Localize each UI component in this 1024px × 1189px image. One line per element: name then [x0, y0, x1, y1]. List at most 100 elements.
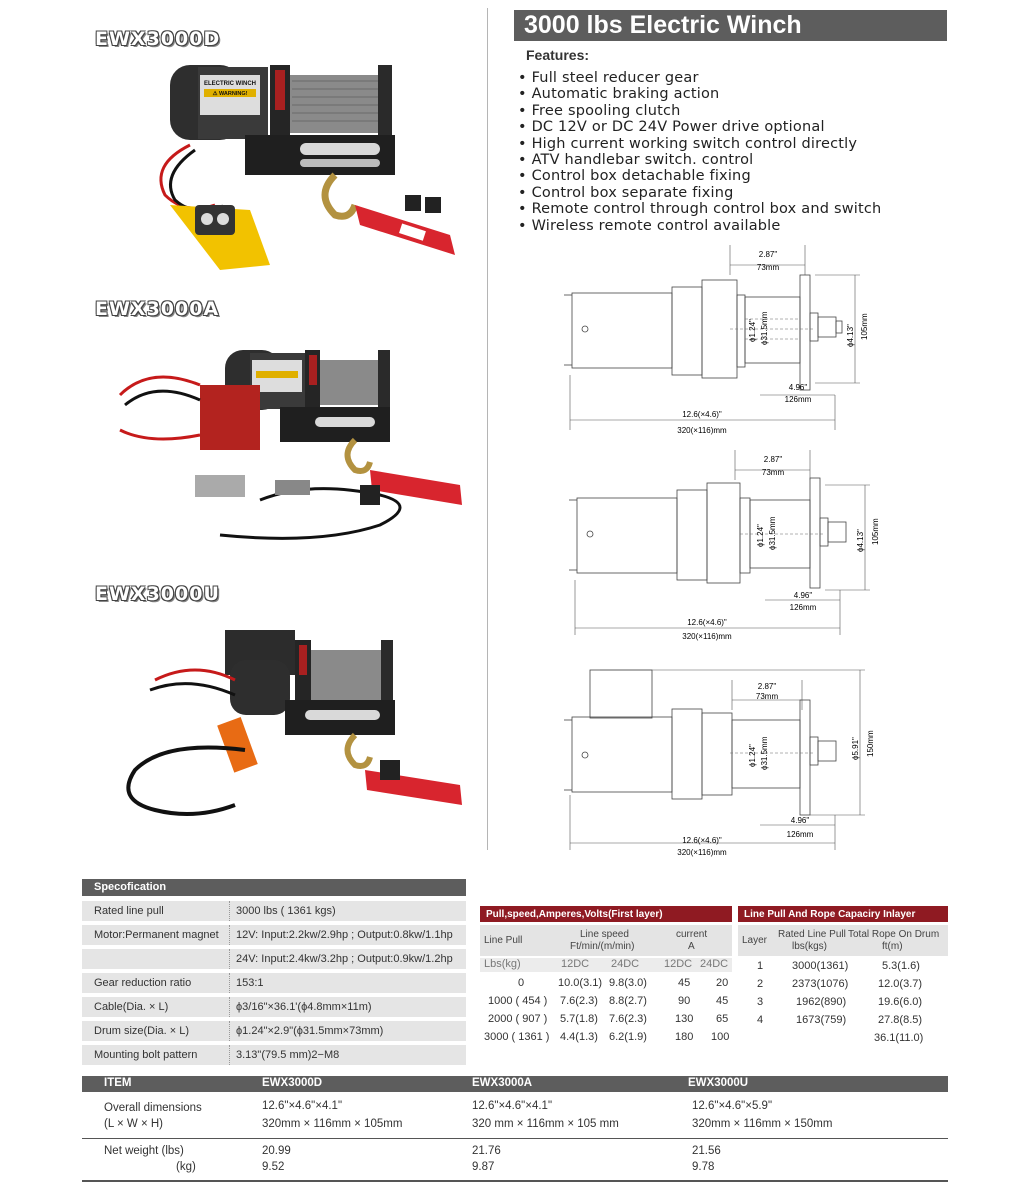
dimension-drawing-2: 2.87" 73mm ϕ1.24" ϕ31.5mm ϕ4.13" 105mm 4… [569, 450, 880, 641]
dim-drum-mm: ϕ31.5mm [768, 516, 777, 550]
col-ewx3000u: EWX3000U [688, 1077, 749, 1089]
spec-value: 3.13"(79.5 mm)2−M8 [236, 1049, 340, 1061]
weight-lbs: 21.56 [692, 1145, 721, 1157]
speed24-cell: 9.8(3.0) [609, 977, 647, 989]
dim-top-in: 2.87" [759, 250, 778, 259]
current12-cell: 180 [675, 1031, 694, 1043]
pull-speed-subheader-band [480, 958, 732, 972]
dim-drum-in: ϕ1.24" [748, 319, 757, 342]
dim-top-mm: 73mm [756, 692, 779, 701]
winch-photo-ewx3000a [118, 350, 462, 540]
spec-key: Mounting bolt pattern [82, 1045, 230, 1065]
winch-photo-ewx3000u [126, 630, 462, 816]
feature-item: Control box separate fixing [518, 185, 881, 201]
dim-mount-in: 4.96" [791, 816, 810, 825]
current24-cell: 20 [716, 977, 729, 989]
layer-cell: 3 [757, 996, 764, 1008]
pull-cell: 0 [518, 977, 525, 989]
layer-cell: 2 [757, 978, 764, 990]
layer-cell: 4 [757, 1014, 764, 1026]
dim-height-in: ϕ4.13" [856, 529, 865, 552]
rope-cell: 12.0(3.7) [878, 978, 923, 990]
spec-value: 24V: Input:2.4kw/3.2hp ; Output:0.9kw/1.… [236, 953, 453, 965]
col-line-pull: Line Pull [484, 935, 523, 946]
feature-item: DC 12V or DC 24V Power drive optional [518, 119, 881, 135]
rope-cell: 36.1(11.0) [874, 1032, 924, 1044]
spec-value: ϕ3/16"×36.1'(ϕ4.8mm×11m) [236, 1001, 372, 1013]
current24-cell: 100 [711, 1031, 730, 1043]
feature-item: Wireless remote control available [518, 218, 881, 234]
spec-row: Mounting bolt pattern 3.13"(79.5 mm)2−M8 [82, 1045, 466, 1065]
model-label-ewx3000a: EWX3000A [95, 298, 220, 320]
sub-12dc-speed: 12DC [561, 958, 590, 970]
weight-lbs: 21.76 [472, 1145, 501, 1157]
rope-cell: 5.3(1.6) [882, 960, 920, 972]
pull-speed-heading: Pull,speed,Amperes,Volts(First layer) [480, 906, 732, 922]
sub-24dc-current: 24DC [700, 958, 729, 970]
speed12-cell: 10.0(3.1) [558, 977, 603, 989]
features-list: Full steel reducer gear Automatic brakin… [518, 70, 882, 234]
dim-length-in: 12.6(×4.6)" [687, 618, 727, 627]
col-rated-pull: Rated Line Pull [778, 929, 846, 940]
col-line-speed: Line speed [580, 929, 629, 940]
rated-pull-cell: 1673(759) [796, 1014, 847, 1026]
dim-drum-in: ϕ1.24" [748, 744, 757, 767]
label-electric-winch: ELECTRIC WINCH [204, 81, 256, 87]
dimension-drawing-1: 2.87" 73mm ϕ1.24" ϕ31.5mm ϕ4.13" 105mm 4… [564, 245, 869, 435]
dims-label: Overall dimensions [104, 1102, 202, 1114]
feature-item: Automatic braking action [518, 86, 881, 102]
label-warning: ⚠ WARNING! [213, 90, 248, 97]
model-label-ewx3000d: EWX3000D [95, 28, 221, 50]
item-comparison-header: ITEM EWX3000D EWX3000A EWX3000U [82, 1076, 948, 1092]
speed12-cell: 7.6(2.3) [560, 995, 598, 1007]
layer-cell: 1 [757, 960, 764, 972]
pull-cell: 1000 ( 454 ) [488, 995, 548, 1007]
dim-mount-mm: 126mm [790, 603, 817, 612]
weight-kg: 9.87 [472, 1161, 495, 1173]
pull-cell: 2000 ( 907 ) [488, 1013, 548, 1025]
pull-cell: 3000 ( 1361 ) [484, 1031, 550, 1043]
spec-key: Motor:Permanent magnet [82, 925, 230, 945]
vertical-divider [487, 8, 488, 850]
dim-height-mm: 150mm [866, 730, 875, 757]
col-layer: Layer [742, 935, 768, 946]
dims-label-unit: (L × W × H) [104, 1118, 163, 1130]
spec-row: Cable(Dia. × L) ϕ3/16"×36.1'(ϕ4.8mm×11m) [82, 997, 466, 1017]
current12-cell: 90 [678, 995, 691, 1007]
feature-item: High current working switch control dire… [518, 136, 881, 152]
spec-value: 3000 lbs ( 1361 kgs) [236, 905, 336, 917]
dimension-drawing-3: 2.87" 73mm ϕ1.24" ϕ31.5mm ϕ5.91" 150mm 4… [564, 669, 875, 857]
spec-value: ϕ1.24"×2.9"(ϕ31.5mm×73mm) [236, 1025, 384, 1037]
layer-header-band [738, 925, 948, 956]
dim-height-mm: 105mm [871, 518, 880, 545]
dim-height-in: ϕ5.91" [851, 737, 860, 760]
rope-cell: 27.8(8.5) [878, 1014, 923, 1026]
rated-pull-cell: 1962(890) [796, 996, 847, 1008]
weight-lbs: 20.99 [262, 1145, 291, 1157]
feature-item: ATV handlebar switch. control [518, 152, 881, 168]
spec-key: Drum size(Dia. × L) [82, 1021, 230, 1041]
spec-key: Cable(Dia. × L) [82, 997, 230, 1017]
dim-length-in: 12.6(×4.6)" [682, 410, 722, 419]
weight-label: Net weight (lbs) [104, 1145, 184, 1157]
layer-heading: Line Pull And Rope Capaciry Inlayer [738, 906, 948, 922]
dims-mm: 320mm × 116mm × 150mm [692, 1118, 833, 1130]
dim-mount-mm: 126mm [787, 830, 814, 839]
feature-item: Free spooling clutch [518, 103, 881, 119]
dim-top-mm: 73mm [762, 468, 785, 477]
row-divider [82, 1138, 948, 1139]
col-ewx3000d: EWX3000D [262, 1077, 323, 1089]
col-current-unit: A [688, 941, 695, 952]
feature-item: Control box detachable fixing [518, 168, 881, 184]
dims-mm: 320mm × 116mm × 105mm [262, 1118, 403, 1130]
pull-speed-header-band [480, 925, 732, 956]
col-item: ITEM [104, 1077, 132, 1089]
col-rope-unit: ft(m) [882, 941, 903, 952]
table-bottom-rule [82, 1180, 948, 1182]
speed24-cell: 8.8(2.7) [609, 995, 647, 1007]
dim-drum-mm: ϕ31.5mm [760, 736, 769, 770]
winch-photo-ewx3000d: ELECTRIC WINCH ⚠ WARNING! [159, 65, 455, 270]
sub-24dc-speed: 24DC [611, 958, 640, 970]
